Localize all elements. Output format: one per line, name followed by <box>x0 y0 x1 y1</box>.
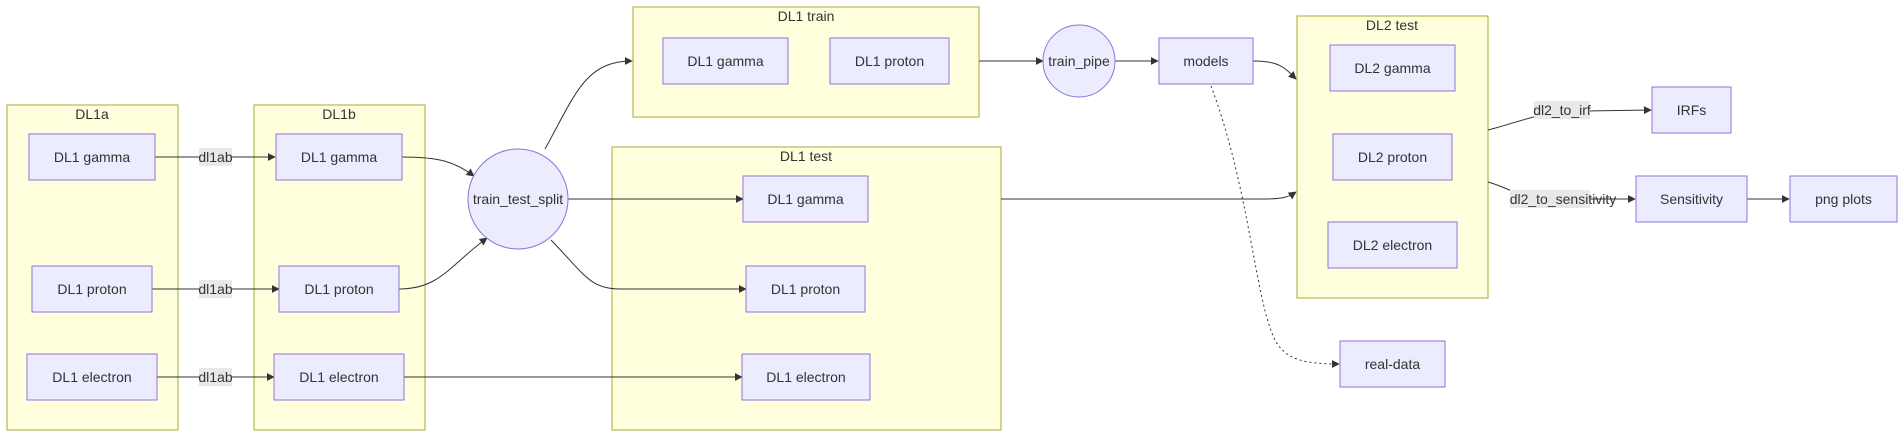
node-dl1a-gamma[interactable]: DL1 gamma <box>28 133 156 181</box>
edge-label-dl1ab-electron: dl1ab <box>198 368 233 386</box>
node-dl1b-proton[interactable]: DL1 proton <box>278 265 400 313</box>
svg-text:DL2 proton: DL2 proton <box>1358 149 1427 165</box>
node-dl1a-electron[interactable]: DL1 electron <box>26 353 158 401</box>
edge-dl1-test-to-dl2-test <box>1001 191 1297 200</box>
node-dl2-electron[interactable]: DL2 electron <box>1327 221 1458 269</box>
svg-text:DL1 electron: DL1 electron <box>299 369 378 385</box>
svg-text:train_pipe: train_pipe <box>1048 53 1110 69</box>
svg-text:dl2_to_sensitivity: dl2_to_sensitivity <box>1510 191 1617 207</box>
node-irfs[interactable]: IRFs <box>1651 86 1732 134</box>
svg-text:DL1 gamma: DL1 gamma <box>767 191 843 207</box>
node-dl1b-electron[interactable]: DL1 electron <box>273 353 405 401</box>
node-dl2-gamma[interactable]: DL2 gamma <box>1329 44 1456 92</box>
svg-text:DL1 proton: DL1 proton <box>771 281 840 297</box>
node-dl1b-gamma[interactable]: DL1 gamma <box>275 133 403 181</box>
node-dl1a-proton[interactable]: DL1 proton <box>31 265 153 313</box>
svg-text:DL1 gamma: DL1 gamma <box>687 53 763 69</box>
cluster-dl2-test-title: DL2 test <box>1366 17 1418 33</box>
edge-models-to-dl2-test <box>1252 60 1297 80</box>
node-png-plots[interactable]: png plots <box>1789 175 1898 223</box>
svg-text:DL1 proton: DL1 proton <box>304 281 373 297</box>
node-train-pipe[interactable]: train_pipe <box>1042 24 1116 98</box>
svg-text:DL1 proton: DL1 proton <box>57 281 126 297</box>
node-train-proton[interactable]: DL1 proton <box>829 37 950 85</box>
edge-split-to-test-proton <box>550 239 747 293</box>
svg-text:dl1ab: dl1ab <box>198 281 232 297</box>
svg-text:DL2 gamma: DL2 gamma <box>1354 60 1430 76</box>
svg-text:DL1 gamma: DL1 gamma <box>301 149 377 165</box>
node-models[interactable]: models <box>1158 37 1254 85</box>
svg-text:dl1ab: dl1ab <box>198 369 232 385</box>
svg-text:png plots: png plots <box>1815 191 1872 207</box>
edge-models-to-real-data <box>1210 85 1340 368</box>
edge-label-dl2-to-irf: dl2_to_irf <box>1533 101 1591 119</box>
edge-dl1b-proton-to-split <box>398 237 488 290</box>
cluster-dl1b-title: DL1b <box>322 106 356 122</box>
node-dl2-proton[interactable]: DL2 proton <box>1332 133 1453 181</box>
edge-label-dl2-to-sensitivity: dl2_to_sensitivity <box>1510 190 1617 208</box>
node-train-test-split[interactable]: train_test_split <box>467 148 569 250</box>
svg-text:DL1 electron: DL1 electron <box>52 369 131 385</box>
cluster-dl1-train-title: DL1 train <box>778 8 835 24</box>
node-sensitivity[interactable]: Sensitivity <box>1635 175 1748 223</box>
svg-text:dl1ab: dl1ab <box>198 149 232 165</box>
cluster-dl1-test-title: DL1 test <box>780 148 832 164</box>
svg-text:DL1 gamma: DL1 gamma <box>54 149 130 165</box>
svg-text:train_test_split: train_test_split <box>473 191 563 207</box>
cluster-dl1a-title: DL1a <box>75 106 109 122</box>
edge-split-to-dl1-train <box>544 57 633 150</box>
node-test-electron[interactable]: DL1 electron <box>741 353 871 401</box>
edge-label-dl1ab-proton: dl1ab <box>198 280 233 298</box>
node-test-proton[interactable]: DL1 proton <box>745 265 866 313</box>
svg-text:models: models <box>1183 53 1228 69</box>
node-real-data[interactable]: real-data <box>1339 340 1446 388</box>
svg-text:real-data: real-data <box>1365 356 1420 372</box>
svg-text:dl2_to_irf: dl2_to_irf <box>1533 102 1591 118</box>
edge-label-dl1ab-gamma: dl1ab <box>198 148 233 166</box>
svg-text:DL2 electron: DL2 electron <box>1353 237 1432 253</box>
node-train-gamma[interactable]: DL1 gamma <box>662 37 789 85</box>
edge-dl1b-gamma-to-split <box>401 156 475 177</box>
node-test-gamma[interactable]: DL1 gamma <box>742 175 869 223</box>
svg-text:DL1 proton: DL1 proton <box>855 53 924 69</box>
svg-text:IRFs: IRFs <box>1677 102 1707 118</box>
svg-text:Sensitivity: Sensitivity <box>1660 191 1723 207</box>
svg-text:DL1 electron: DL1 electron <box>766 369 845 385</box>
